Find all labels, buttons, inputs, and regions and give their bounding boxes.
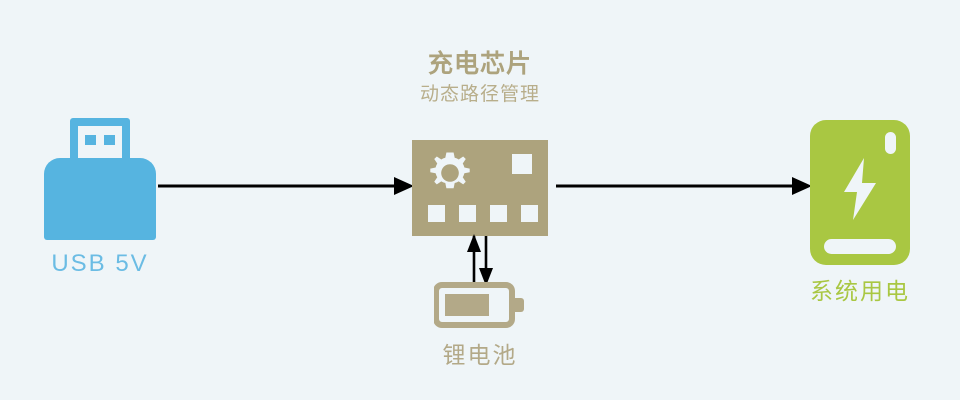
chip-pad-bottom-1 bbox=[428, 205, 445, 222]
node-label-system: 系统用电 bbox=[810, 278, 910, 304]
node-system[interactable]: 系统用电 bbox=[780, 120, 940, 304]
chip-pad-top-right bbox=[512, 154, 532, 174]
chip-icon bbox=[412, 140, 548, 236]
phone-camera-icon bbox=[885, 132, 896, 154]
node-usb[interactable]: USB 5V bbox=[20, 118, 180, 288]
usb-pin-right bbox=[104, 135, 115, 145]
page-title: 充电芯片 bbox=[427, 50, 532, 78]
chip-pad-bottom-4 bbox=[521, 205, 538, 222]
usb-pin-left bbox=[85, 135, 96, 145]
gear-icon bbox=[430, 152, 470, 189]
chip-pad-bottom-2 bbox=[459, 205, 476, 222]
chip-pad-bottom-3 bbox=[490, 205, 507, 222]
usb-body-shape bbox=[44, 158, 156, 240]
lightning-bolt-icon bbox=[844, 158, 876, 220]
arrow-usb-to-chip bbox=[158, 177, 414, 195]
node-label-battery: 锂电池 bbox=[442, 342, 518, 368]
page-subtitle: 动态路径管理 bbox=[419, 84, 540, 105]
chip-title-block: 充电芯片 动态路径管理 bbox=[330, 48, 630, 108]
usb-connector-icon bbox=[44, 118, 156, 240]
arrow-chip-to-system bbox=[556, 177, 812, 195]
node-label-usb: USB 5V bbox=[51, 250, 149, 277]
phone-device-icon bbox=[810, 120, 910, 265]
node-battery[interactable]: 锂电池 bbox=[420, 282, 540, 372]
phone-home-bar bbox=[824, 239, 896, 254]
battery-icon bbox=[434, 282, 524, 328]
arrow-chip-battery-bidirectional bbox=[467, 234, 493, 286]
node-chip[interactable] bbox=[412, 140, 548, 236]
